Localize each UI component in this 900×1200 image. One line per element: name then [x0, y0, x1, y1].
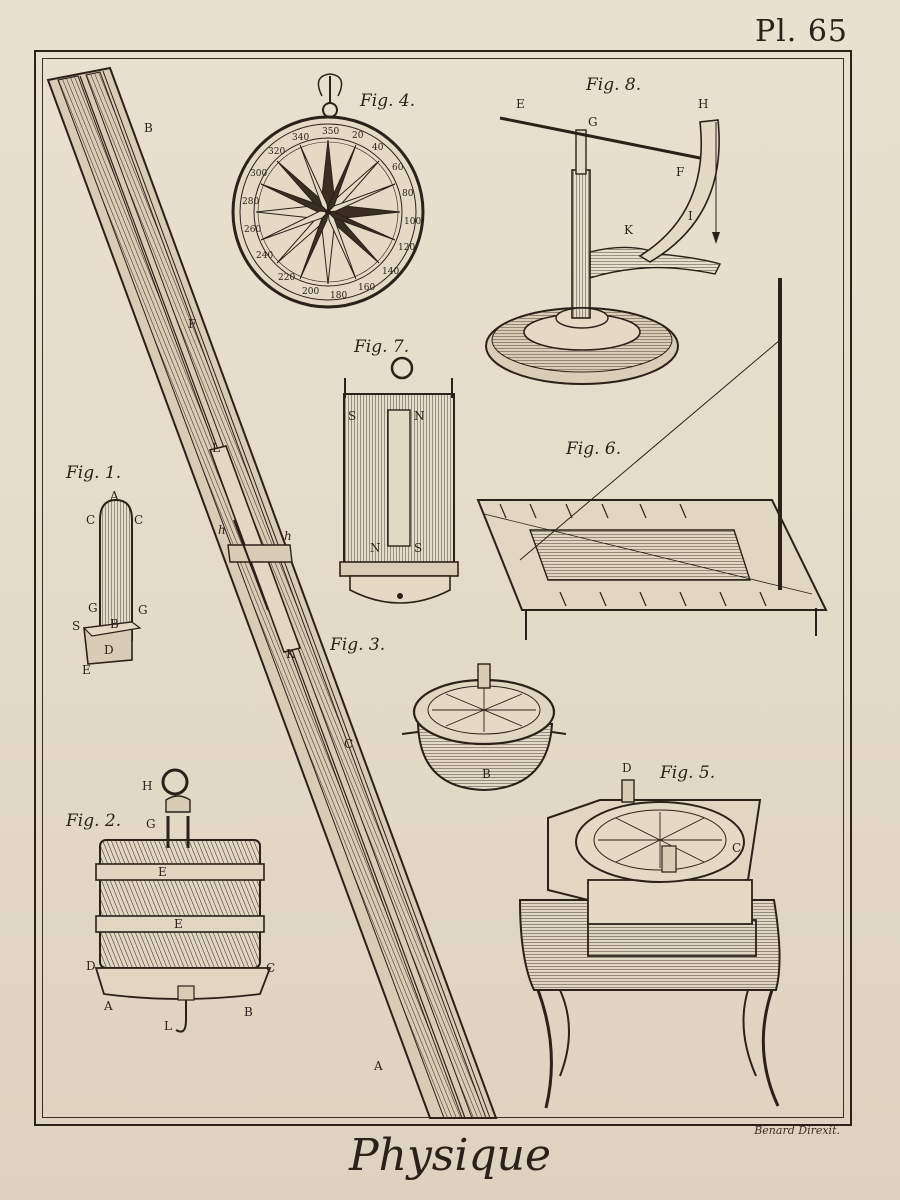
fig6-label: Fig. 6. — [565, 439, 621, 459]
svg-text:200: 200 — [302, 287, 319, 297]
svg-text:B: B — [482, 767, 491, 781]
svg-text:G: G — [146, 817, 156, 831]
fig7-magnet — [339, 356, 459, 604]
svg-text:B: B — [244, 1005, 253, 1019]
fig8-instrument — [485, 116, 721, 385]
svg-text:D: D — [86, 959, 96, 973]
svg-text:100: 100 — [404, 217, 421, 227]
svg-text:C: C — [134, 513, 143, 527]
svg-text:240: 240 — [256, 251, 273, 261]
fig3-diagonal-rule — [46, 66, 498, 1119]
fig8-letters: E G H F K I — [516, 97, 708, 237]
svg-text:C: C — [266, 961, 275, 975]
svg-text:H: H — [698, 97, 708, 111]
svg-text:300: 300 — [250, 169, 267, 179]
plate-frame-outer — [34, 50, 852, 1126]
svg-text:40: 40 — [372, 143, 384, 153]
svg-text:20: 20 — [352, 131, 364, 141]
svg-text:h: h — [218, 523, 226, 537]
plate-number: Pl. 65 — [754, 14, 848, 49]
svg-text:350: 350 — [322, 127, 339, 137]
fig5-letters: D C — [622, 761, 741, 855]
svg-text:S: S — [348, 409, 356, 423]
fig6-sundial — [476, 278, 828, 640]
fig4-label: Fig. 4. — [359, 91, 415, 111]
svg-text:B: B — [110, 617, 119, 631]
svg-text:G: G — [588, 115, 598, 129]
svg-text:N: N — [370, 541, 381, 555]
svg-text:C: C — [86, 513, 95, 527]
fig3-letters: B F L h h K C A — [144, 121, 383, 1073]
svg-text:S: S — [414, 541, 422, 555]
compass-bowl — [401, 663, 567, 792]
svg-text:A: A — [373, 1059, 383, 1073]
svg-text:G: G — [138, 603, 148, 617]
svg-text:260: 260 — [244, 225, 261, 235]
svg-text:E: E — [516, 97, 525, 111]
svg-text:K: K — [286, 647, 296, 661]
svg-text:F: F — [676, 165, 684, 179]
svg-text:L: L — [164, 1019, 172, 1033]
fig1-letters: A C C G G S B D E — [72, 489, 148, 677]
svg-text:G: G — [88, 601, 98, 615]
svg-text:120: 120 — [398, 243, 415, 253]
svg-text:320: 320 — [268, 147, 285, 157]
fig7-letters: S N N S — [348, 409, 425, 555]
fig3-label: Fig. 3. — [329, 635, 385, 655]
figure-labels: Fig. 4. Fig. 8. Fig. 7. Fig. 6. Fig. 1. … — [65, 75, 715, 831]
svg-text:340: 340 — [292, 133, 309, 143]
svg-text:C: C — [344, 737, 353, 751]
svg-text:160: 160 — [358, 283, 375, 293]
svg-text:E: E — [174, 917, 183, 931]
svg-text:80: 80 — [402, 189, 414, 199]
fig1-label: Fig. 1. — [65, 463, 121, 483]
svg-text:A: A — [109, 489, 119, 503]
svg-text:280: 280 — [242, 197, 259, 207]
fig5-compass-box — [518, 779, 781, 1109]
svg-text:D: D — [104, 643, 114, 657]
svg-text:N: N — [414, 409, 425, 423]
svg-text:E: E — [158, 865, 167, 879]
svg-text:I: I — [688, 209, 693, 223]
fig8-label: Fig. 8. — [585, 75, 641, 95]
svg-text:C: C — [732, 841, 741, 855]
svg-text:h: h — [284, 529, 292, 543]
svg-text:140: 140 — [382, 267, 399, 277]
svg-text:S: S — [72, 619, 80, 633]
fig7-label: Fig. 7. — [353, 337, 409, 357]
compass-degree-labels: 350 20 40 60 80 100 120 140 160 180 200 … — [242, 127, 421, 301]
svg-text:220: 220 — [278, 273, 295, 283]
svg-text:H: H — [142, 779, 152, 793]
svg-text:D: D — [622, 761, 632, 775]
fig1-bracket — [82, 498, 142, 665]
svg-text:F: F — [188, 317, 196, 331]
svg-text:E: E — [82, 663, 91, 677]
svg-text:180: 180 — [330, 291, 347, 301]
svg-text:A: A — [103, 999, 113, 1013]
svg-text:60: 60 — [392, 163, 404, 173]
fig2-label: Fig. 2. — [65, 811, 121, 831]
fig5-label: Fig. 5. — [659, 763, 715, 783]
svg-text:K: K — [624, 223, 634, 237]
fig2-letters: H G E E D C A B L — [86, 779, 275, 1033]
fig4-compass-rose — [231, 73, 425, 309]
compass-bowl-letters: B — [482, 767, 491, 781]
svg-text:L: L — [212, 441, 220, 455]
plate-title: Physique — [349, 1130, 551, 1181]
svg-text:B: B — [144, 121, 153, 135]
fig2-lodestone — [94, 768, 272, 1033]
engraver-credit: Benard Direxit. — [754, 1124, 840, 1137]
